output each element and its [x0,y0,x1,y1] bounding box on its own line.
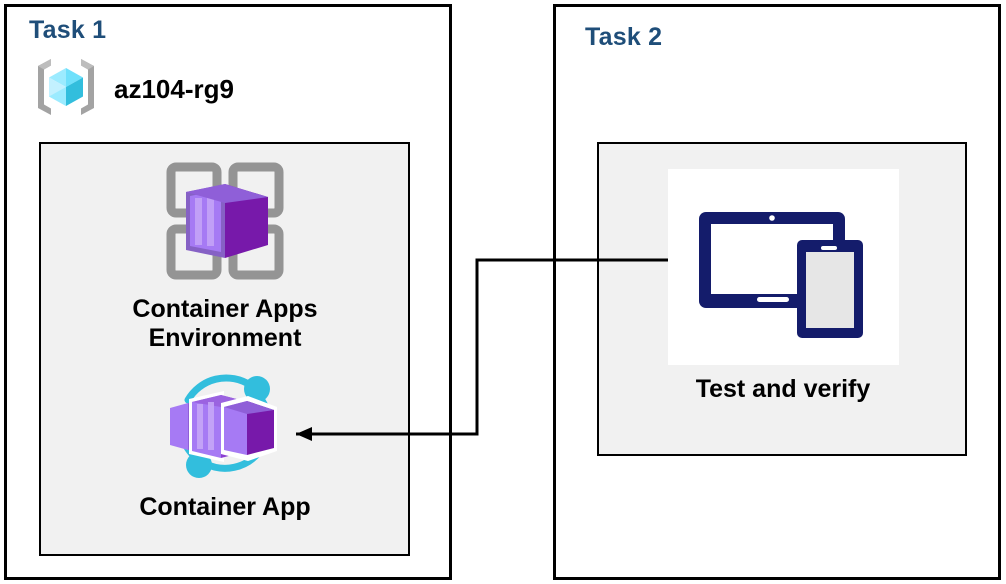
task-2-title: Task 2 [585,23,663,51]
node-test-and-verify[interactable]: Test and verify [628,169,938,404]
resource-group-name: az104-rg9 [114,74,234,104]
task-1-title: Task 1 [29,16,107,44]
node-label-test-and-verify: Test and verify [695,375,871,403]
test-icon-tile [667,169,899,365]
node-container-app[interactable]: Container App [65,366,385,522]
devices-test-icon [693,190,873,345]
node-container-apps-environment[interactable]: Container Apps Environment [65,158,385,353]
azure-resource-group-icon [32,56,100,123]
resource-group-header: az104-rg9 [32,56,234,123]
container-apps-environment-icon [162,158,288,289]
node-label-container-apps-environment: Container Apps Environment [132,295,318,352]
node-label-container-app: Container App [139,493,311,521]
container-app-icon [162,366,288,489]
